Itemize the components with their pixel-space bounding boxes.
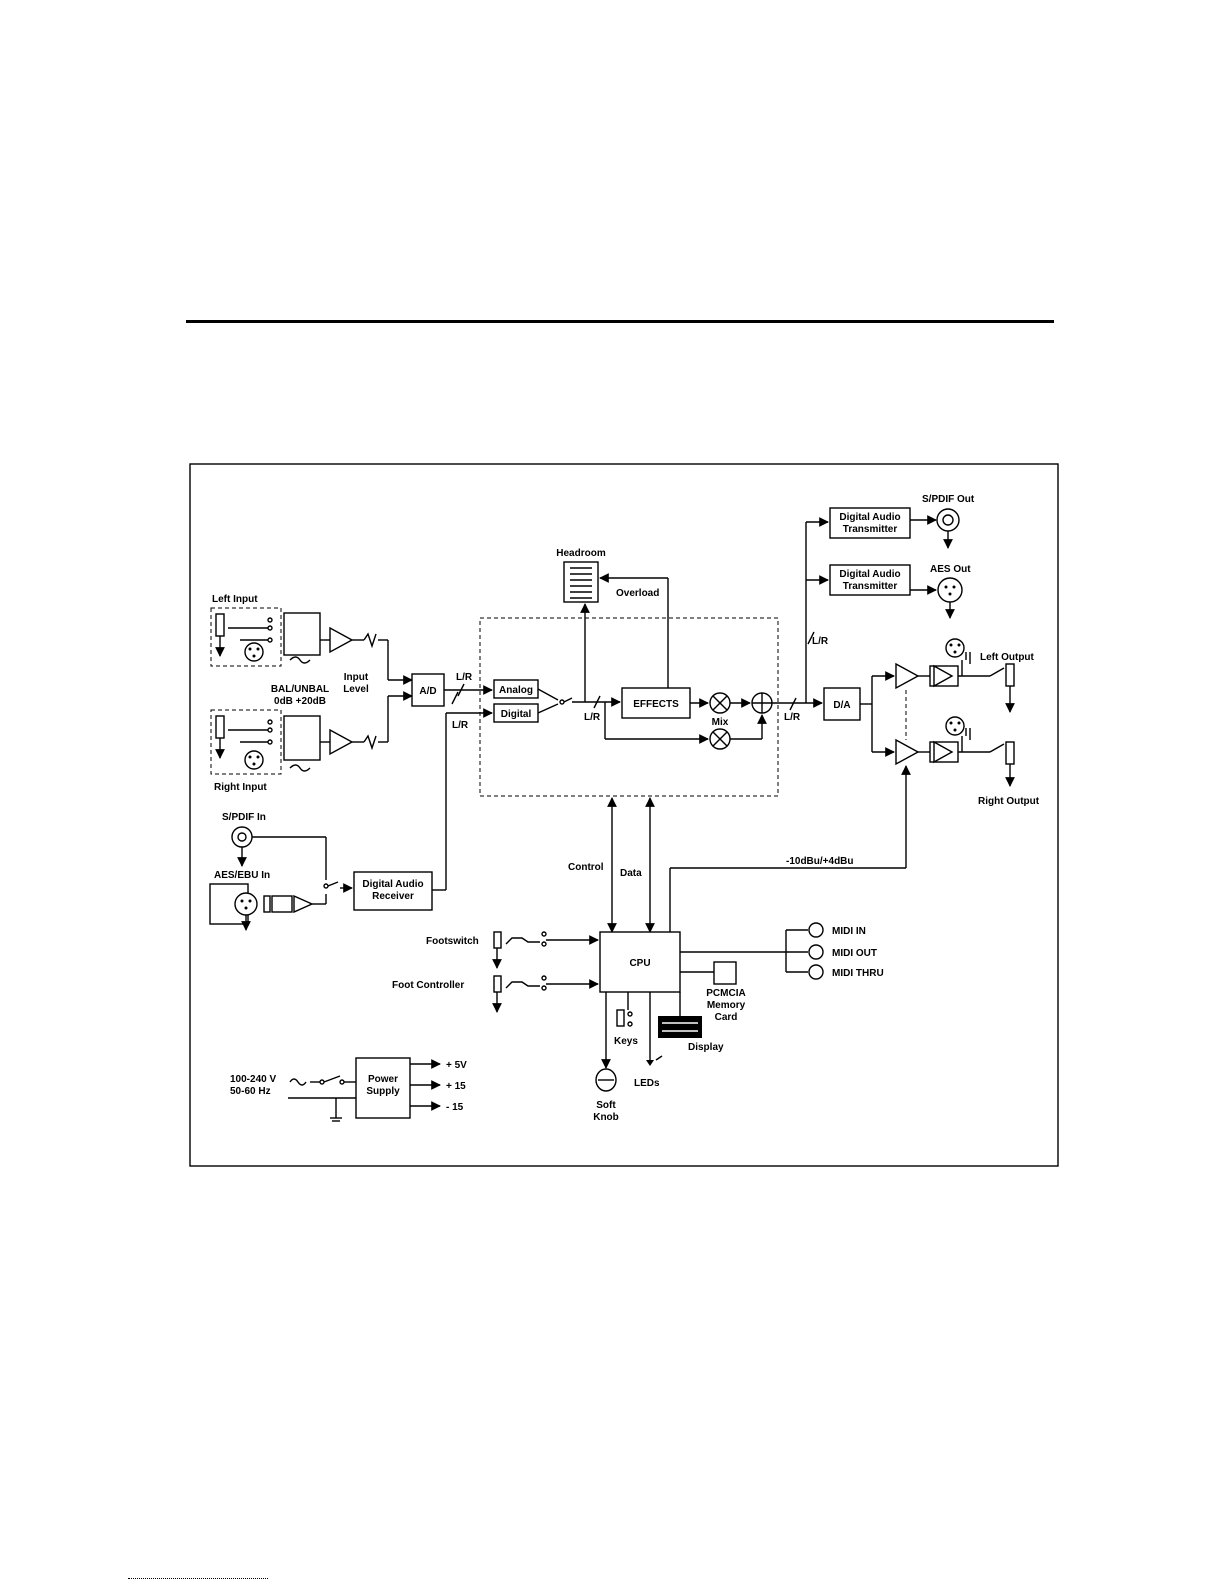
xlr-jack-icon [234, 892, 258, 916]
potentiometer-icon [363, 734, 377, 751]
da-converter-box [823, 687, 861, 721]
display-icon [658, 1016, 702, 1038]
amplifier-icon [895, 662, 920, 690]
amplifier-icon [895, 738, 920, 766]
foot-controller-label: Foot Controller [392, 980, 464, 991]
xlr-jack-icon [937, 577, 963, 603]
left-input-switch-block [283, 612, 321, 656]
output-level-label: -10dBu/+4dBu [786, 856, 854, 867]
headroom-label: Headroom [556, 548, 606, 559]
quarter-inch-jack-icon [1005, 741, 1015, 765]
left-input-jack-group [210, 607, 282, 667]
ad-converter-box [411, 673, 445, 707]
left-input-stage: Left Input [210, 594, 413, 685]
right-output-label: Right Output [978, 796, 1040, 807]
diagram-frame [189, 463, 1059, 1167]
overload-label: Overload [616, 588, 659, 599]
right-output-stage: Right Output [895, 716, 1040, 807]
spdif-out-label: S/PDIF Out [922, 494, 975, 505]
digital-in-lr-label: L/R [452, 720, 469, 731]
digital-label: Digital [501, 709, 532, 720]
data-label: Data [620, 868, 642, 879]
dsp-block-outline [479, 617, 779, 797]
switch-icon [323, 883, 329, 889]
ad-label: A/D [419, 686, 436, 697]
footswitch-label: Footswitch [426, 936, 479, 947]
midi-in-label: MIDI IN [832, 926, 866, 937]
quarter-inch-jack-icon [493, 975, 502, 993]
da-lr-label: L/R [784, 712, 801, 723]
mix-label: Mix [712, 717, 729, 728]
keys-label: Keys [614, 1036, 638, 1047]
cpu-box [599, 931, 681, 993]
xlr-jack-icon [945, 638, 965, 658]
control-label: Control [568, 862, 604, 873]
aes-transmitter-box [829, 564, 911, 596]
aes-out-label: AES Out [930, 564, 971, 575]
amplifier-icon [933, 664, 954, 688]
midi-thru-label: MIDI THRU [832, 968, 884, 979]
pcmcia-card-box [713, 961, 737, 985]
xlr-jack-icon [945, 716, 965, 736]
right-input-jack-group [210, 709, 282, 775]
rail-5v-label: + 5V [446, 1060, 467, 1071]
amplifier-icon [933, 740, 954, 764]
midi-din-icon [808, 964, 824, 980]
rail-p15-label: + 15 [446, 1081, 466, 1092]
amplifier-icon [329, 626, 354, 654]
effects-label: EFFECTS [633, 699, 679, 710]
rail-m15-label: - 15 [446, 1102, 464, 1113]
switch-icon [559, 699, 565, 705]
quarter-inch-jack-icon [215, 613, 225, 637]
right-input-label: Right Input [214, 782, 267, 793]
power-supply-box [355, 1057, 411, 1119]
midi-din-icon [808, 922, 824, 938]
potentiometer-icon [363, 632, 377, 649]
display-label: Display [688, 1042, 724, 1053]
leds-label: LEDs [634, 1078, 660, 1089]
midi-din-icon [808, 944, 824, 960]
right-input-switch-block [283, 715, 321, 761]
xlr-jack-icon [244, 750, 264, 770]
xlr-jack-icon [244, 642, 264, 662]
footer-link-underline [128, 1578, 268, 1581]
header-rule [186, 320, 1054, 323]
aes-ebu-in-label: AES/EBU In [214, 870, 270, 881]
amplifier-icon [329, 728, 354, 756]
left-output-label: Left Output [980, 652, 1035, 663]
power-switch-icon [323, 1075, 341, 1083]
da-label: D/A [833, 700, 850, 711]
spdif-in-label: S/PDIF In [222, 812, 266, 823]
switch-icon [505, 981, 540, 989]
amplifier-icon [293, 894, 314, 914]
spdif-transmitter-box [829, 507, 911, 539]
digital-audio-receiver-box [353, 871, 433, 911]
quarter-inch-jack-icon [1005, 663, 1015, 687]
key-switch-icon [616, 1009, 625, 1027]
led-icon [646, 1060, 654, 1066]
left-output-stage: Left Output [895, 638, 1035, 713]
dsp-lr-label: L/R [584, 712, 601, 723]
switch-icon [505, 937, 540, 945]
quarter-inch-jack-icon [215, 715, 225, 739]
quarter-inch-jack-icon [493, 931, 502, 949]
left-input-label: Left Input [212, 594, 258, 605]
midi-out-label: MIDI OUT [832, 948, 877, 959]
analog-label: Analog [499, 685, 533, 696]
right-input-stage: Right Input [210, 691, 413, 793]
ad-lr-label: L/R [456, 672, 473, 683]
tx-lr-label: L/R [812, 636, 829, 647]
cpu-label: CPU [629, 958, 650, 969]
